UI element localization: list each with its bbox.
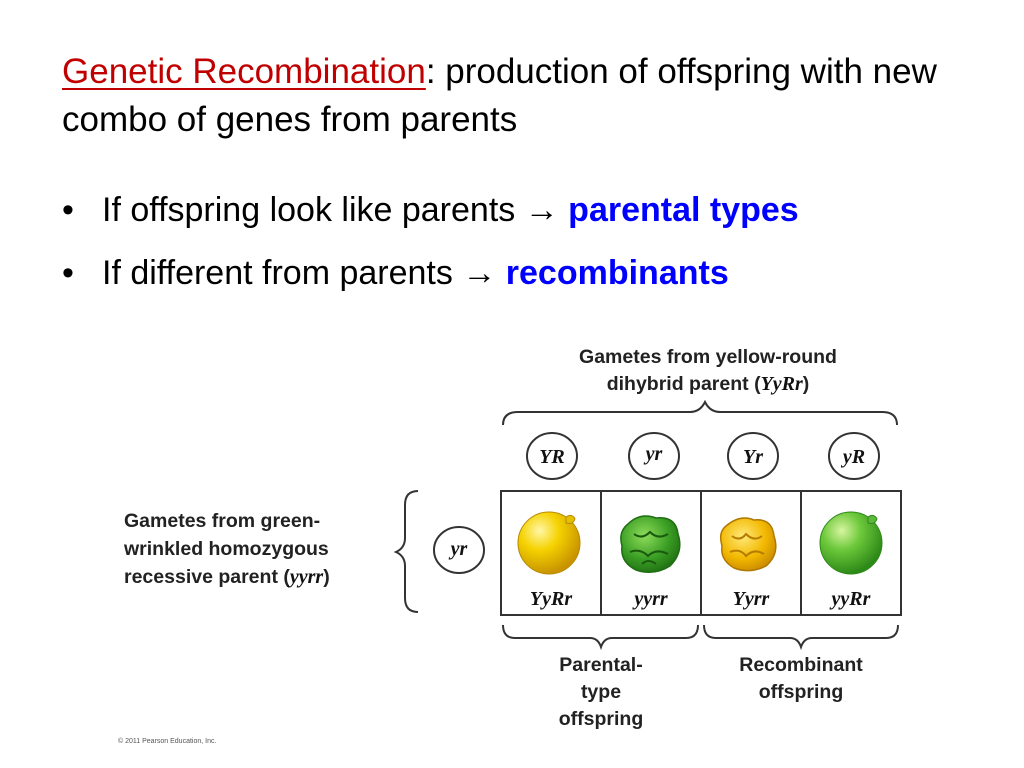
slide-title: Genetic Recombination: production of off… <box>62 48 982 144</box>
parental-label-line2: type <box>581 681 621 703</box>
green-round-pea-icon <box>819 511 883 575</box>
title-definition: : production of offspring with new combo… <box>62 52 937 139</box>
title-term: Genetic Recombination <box>62 52 426 91</box>
offspring-genotype-3: Yyrr <box>733 588 770 610</box>
left-gamete-yr: yr <box>433 526 485 574</box>
top-parent-label-line2: dihybrid parent (YyRr) <box>607 373 810 395</box>
left-parent-label-line3: recessive parent (yyrr) <box>124 566 330 588</box>
top-gamete-YR: YR <box>526 432 578 480</box>
recombinant-label-line2: offspring <box>759 681 843 703</box>
left-label-suffix: ) <box>323 566 330 588</box>
yellow-round-pea-icon <box>517 511 581 575</box>
svg-text:yR: yR <box>841 446 865 468</box>
left-parent-label-line1: Gametes from green- <box>124 510 320 532</box>
recombinant-brace-icon <box>703 624 899 651</box>
offspring-genotype-2: yyrr <box>632 588 668 610</box>
yellow-wrinkled-pea-icon <box>719 517 777 572</box>
top-gamete-yr: yr <box>628 432 680 480</box>
parental-brace-icon <box>502 624 699 651</box>
offspring-genotype-4: yyRr <box>830 588 871 610</box>
bullet-item-parental: • If offspring look like parents → paren… <box>62 190 982 230</box>
parental-label-line1: Parental- <box>559 654 642 676</box>
offspring-genotype-1: YyRr <box>530 588 572 610</box>
top-parent-label-line1: Gametes from yellow-round <box>579 346 837 368</box>
bullet-term: recombinants <box>505 254 729 292</box>
top-brace-icon <box>502 399 898 426</box>
recombinant-label-line1: Recombinant <box>739 654 863 676</box>
top-label-suffix: ) <box>803 373 810 395</box>
svg-text:yr: yr <box>644 443 663 465</box>
right-arrow-icon: → <box>462 254 497 292</box>
right-arrow-icon: → <box>524 191 559 229</box>
bullet-dot-icon: • <box>62 254 74 292</box>
bullet-dot-icon: • <box>62 191 74 229</box>
svg-text:yr: yr <box>449 538 468 560</box>
left-label-genotype: yyrr <box>288 566 324 588</box>
green-wrinkled-pea-icon <box>620 515 681 573</box>
svg-text:YR: YR <box>539 446 565 468</box>
bullet-list: • If offspring look like parents → paren… <box>62 190 982 316</box>
left-label-prefix: recessive parent ( <box>124 566 290 588</box>
svg-text:Yr: Yr <box>743 446 763 468</box>
left-parent-label-line2: wrinkled homozygous <box>123 538 329 560</box>
top-label-prefix: dihybrid parent ( <box>607 373 761 395</box>
copyright-text: © 2011 Pearson Education, Inc. <box>118 738 217 745</box>
bullet-text: If different from parents <box>102 254 453 292</box>
top-gamete-yR: yR <box>828 432 880 480</box>
top-label-genotype: YyRr <box>761 373 803 395</box>
bullet-text: If offspring look like parents <box>102 191 516 229</box>
bullet-item-recombinant: • If different from parents → recombinan… <box>62 253 982 293</box>
parental-label-line3: offspring <box>559 708 643 730</box>
top-gamete-Yr: Yr <box>727 432 779 480</box>
left-brace-icon <box>393 490 419 613</box>
bullet-term: parental types <box>568 191 799 229</box>
